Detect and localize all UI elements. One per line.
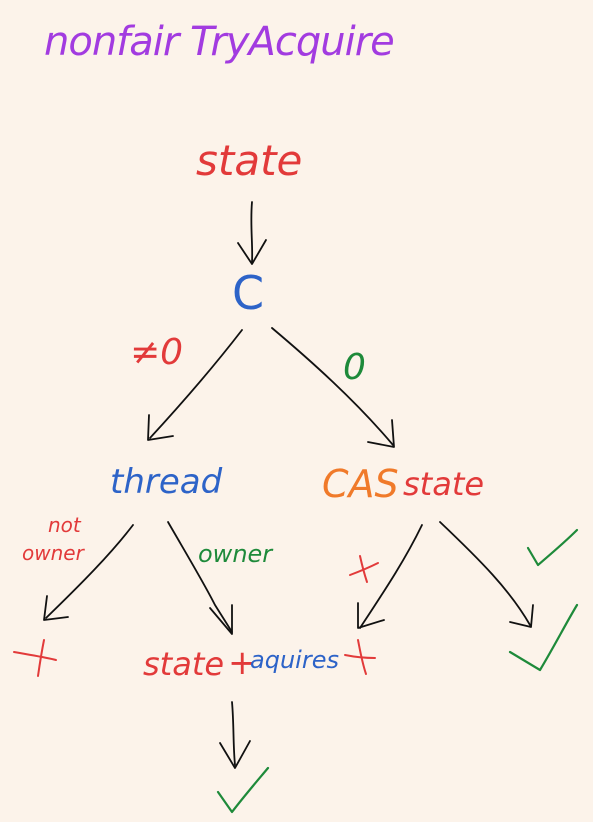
node-state-plus-operator: + (228, 643, 257, 683)
arrow-state-plus-to-success (219, 701, 251, 769)
arrow-thread-to-state-plus (167, 521, 233, 635)
arrow-state-to-c (237, 201, 267, 265)
node-state-plus-state: state (143, 645, 225, 683)
cas-fail-cross-icon (349, 555, 379, 583)
edge-label-owner: owner (198, 540, 273, 568)
fail-cross-icon (344, 639, 376, 675)
node-state-plus-aquires: aquires (250, 646, 339, 674)
node-state: state (196, 136, 303, 185)
edge-label-not-zero: ≠0 (130, 332, 184, 373)
edge-label-not-owner-line1: not (48, 513, 81, 537)
success-check-icon (508, 603, 579, 672)
fail-cross-icon (13, 639, 57, 677)
success-check-icon (216, 766, 270, 814)
node-cas-state: state (403, 465, 485, 503)
arrow-cas-to-success (439, 521, 534, 628)
arrow-c-to-cas (271, 327, 395, 448)
arrow-thread-to-fail (43, 524, 134, 621)
success-check-icon (526, 528, 579, 567)
node-thread: thread (110, 462, 223, 502)
node-cas: CAS (322, 462, 399, 506)
node-c: C (232, 266, 265, 320)
edge-label-not-owner-line2: owner (22, 541, 84, 565)
edge-label-zero: 0 (343, 347, 366, 388)
diagram-title: nonfair TryAcquire (44, 19, 395, 65)
arrow-cas-to-fail (357, 524, 423, 629)
arrow-c-to-thread (147, 329, 243, 441)
